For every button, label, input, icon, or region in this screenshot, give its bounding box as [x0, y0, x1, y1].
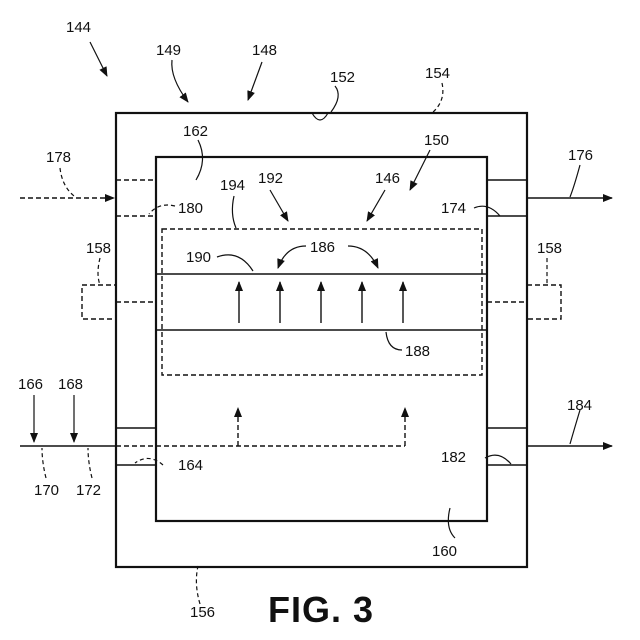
label-184: 184	[567, 397, 592, 414]
label-188: 188	[405, 343, 430, 360]
label-158-right: 158	[537, 240, 562, 257]
label-192: 192	[258, 170, 283, 187]
leader-149	[172, 60, 188, 102]
outer-housing	[116, 113, 527, 567]
label-152: 152	[330, 69, 355, 86]
leader-192	[270, 190, 288, 221]
label-160: 160	[432, 543, 457, 560]
label-166: 166	[18, 376, 43, 393]
label-148: 148	[252, 42, 277, 59]
leader-158-left	[98, 258, 100, 285]
leader-146	[367, 190, 385, 221]
label-194: 194	[220, 177, 245, 194]
right-heater	[527, 285, 561, 319]
label-190: 190	[186, 249, 211, 266]
label-176: 176	[568, 147, 593, 164]
leader-162	[196, 140, 203, 180]
leader-186-right	[348, 246, 378, 268]
label-158-left: 158	[86, 240, 111, 257]
leader-182	[485, 455, 511, 464]
label-146: 146	[375, 170, 400, 187]
figure-caption: FIG. 3	[268, 589, 374, 630]
label-180: 180	[178, 200, 203, 217]
leader-176	[570, 165, 580, 197]
leader-144	[90, 42, 107, 76]
label-150: 150	[424, 132, 449, 149]
label-178: 178	[46, 149, 71, 166]
leader-180	[149, 205, 175, 214]
label-174: 174	[441, 200, 466, 217]
label-168: 168	[58, 376, 83, 393]
leader-188	[386, 332, 402, 350]
label-172: 172	[76, 482, 101, 499]
label-182: 182	[441, 449, 466, 466]
leader-164	[135, 458, 163, 465]
label-144: 144	[66, 19, 91, 36]
label-149: 149	[156, 42, 181, 59]
leader-148	[248, 62, 262, 100]
leader-170	[42, 448, 46, 478]
leader-190	[217, 255, 253, 271]
label-154: 154	[425, 65, 450, 82]
leader-186-left	[278, 246, 306, 268]
label-156: 156	[190, 604, 215, 621]
leader-154	[432, 83, 443, 113]
label-170: 170	[34, 482, 59, 499]
leader-172	[88, 448, 92, 478]
leader-152	[331, 86, 338, 112]
leader-156	[196, 566, 200, 604]
leader-184	[570, 410, 580, 444]
leader-160	[448, 508, 455, 538]
left-heater	[82, 285, 116, 319]
inner-vessel	[156, 157, 487, 521]
label-186: 186	[310, 239, 335, 256]
label-162: 162	[183, 123, 208, 140]
label-164: 164	[178, 457, 203, 474]
leader-194	[232, 196, 236, 228]
leader-178	[60, 168, 74, 196]
